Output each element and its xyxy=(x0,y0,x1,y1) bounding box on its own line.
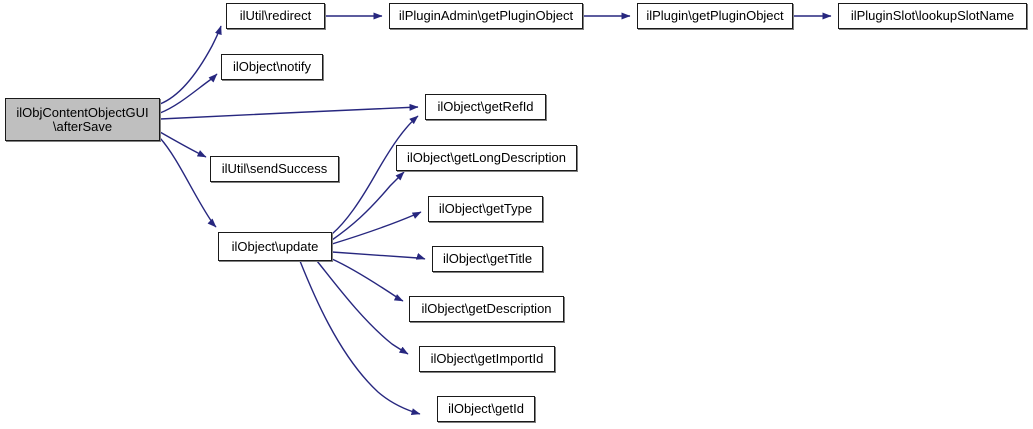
graph-node-getdesc[interactable]: ilObject\getDescription xyxy=(409,296,564,322)
graph-edge-update-to-getimportid xyxy=(316,260,409,355)
graph-edge-update-to-gettitle xyxy=(331,251,426,260)
graph-node-pluginadmin[interactable]: ilPluginAdmin\getPluginObject xyxy=(389,3,583,29)
graph-node-update[interactable]: ilObject\update xyxy=(218,232,332,261)
graph-node-sendsuccess[interactable]: ilUtil\sendSuccess xyxy=(210,156,339,182)
graph-edge-root-to-update xyxy=(159,137,217,228)
graph-node-gettitle[interactable]: ilObject\getTitle xyxy=(432,246,543,272)
graph-node-getimportid[interactable]: ilObject\getImportId xyxy=(419,346,555,372)
graph-node-pluginslot[interactable]: ilPluginSlot\lookupSlotName xyxy=(838,3,1027,29)
graph-node-redirect[interactable]: ilUtil\redirect xyxy=(226,3,325,29)
graph-node-getlongdesc[interactable]: ilObject\getLongDescription xyxy=(396,145,577,171)
graph-node-getrefid[interactable]: ilObject\getRefId xyxy=(425,94,546,120)
graph-edge-update-to-gettype xyxy=(331,211,422,245)
graph-edge-update-to-getid xyxy=(299,260,421,416)
graph-node-notify[interactable]: ilObject\notify xyxy=(221,54,323,80)
graph-edge-update-to-getrefid xyxy=(331,115,419,235)
graph-node-getid[interactable]: ilObject\getId xyxy=(437,396,535,422)
graph-edge-root-to-getrefid xyxy=(159,103,419,120)
graph-edge-update-to-getlongdesc xyxy=(331,171,405,241)
graph-edge-root-to-redirect xyxy=(159,25,222,105)
graph-edge-root-to-notify xyxy=(159,73,218,114)
graph-edge-update-to-getdesc xyxy=(331,258,404,302)
graph-node-plugin[interactable]: ilPlugin\getPluginObject xyxy=(637,3,793,29)
graph-node-gettype[interactable]: ilObject\getType xyxy=(428,196,543,222)
graph-edge-root-to-sendsuccess xyxy=(159,131,207,158)
graph-node-root[interactable]: ilObjContentObjectGUI \afterSave xyxy=(5,98,160,141)
